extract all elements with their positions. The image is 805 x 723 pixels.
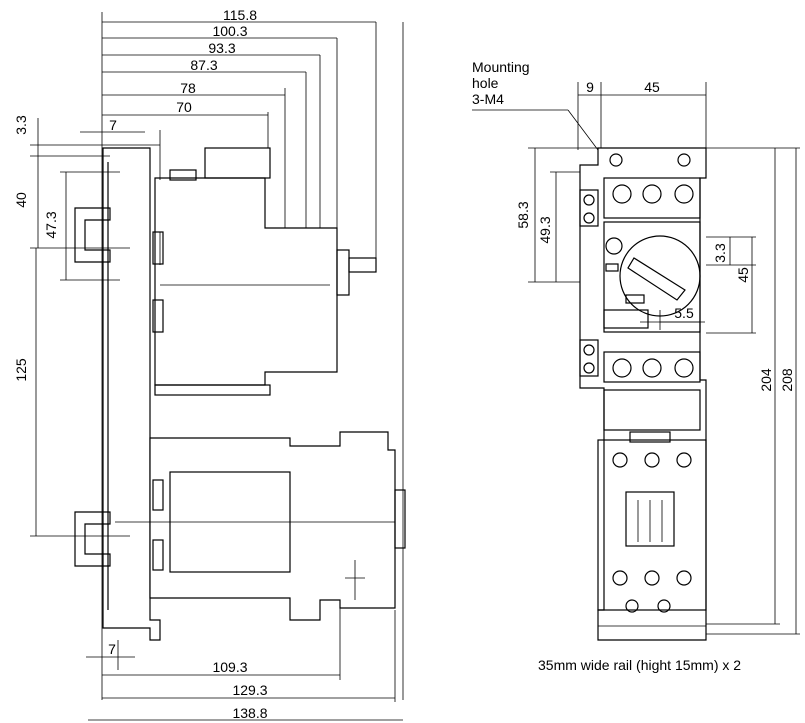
dim-204: 204 <box>758 368 774 392</box>
mounting-label-line-3: 3-M4 <box>472 91 504 107</box>
dim-5-5: 5.5 <box>674 305 694 321</box>
dim-3-3-front: 3.3 <box>712 243 728 263</box>
dim-138-8: 138.8 <box>232 705 267 721</box>
front-right-dimension-lines <box>706 147 800 635</box>
front-top-dimension-lines <box>577 82 707 150</box>
dim-47-3: 47.3 <box>43 211 59 238</box>
front-body <box>579 147 707 641</box>
dim-93-3: 93.3 <box>208 40 235 56</box>
rail-note: 35mm wide rail (hight 15mm) x 2 <box>538 657 741 673</box>
dim-45-top: 45 <box>644 79 660 95</box>
dim-3-3-left: 3.3 <box>13 115 29 135</box>
dim-125: 125 <box>13 358 29 382</box>
top-dimension-lines <box>80 21 376 133</box>
side-body <box>74 130 406 641</box>
dim-78: 78 <box>180 80 196 96</box>
dim-49-3: 49.3 <box>537 216 553 243</box>
dim-129-3: 129.3 <box>232 682 267 698</box>
dim-7-top: 7 <box>109 117 117 133</box>
mounting-label-line-1: Mounting <box>472 59 530 75</box>
dim-208: 208 <box>779 368 795 392</box>
mounting-label-line-2: hole <box>472 75 499 91</box>
dim-109-3: 109.3 <box>212 659 247 675</box>
dim-100-3: 100.3 <box>212 23 247 39</box>
dim-45-vertical: 45 <box>735 267 751 283</box>
left-dimension-lines <box>30 118 160 537</box>
dim-70: 70 <box>176 99 192 115</box>
front-inner-dimension-lines <box>659 236 756 334</box>
dim-7-bottom: 7 <box>108 641 116 657</box>
dim-40: 40 <box>13 192 29 208</box>
side-view: 115.8 100.3 93.3 87.3 78 70 7 3.3 40 47.… <box>13 7 406 721</box>
front-view: Mounting hole 3-M4 9 45 58.3 49.3 <box>472 59 800 641</box>
bottom-dimension-lines <box>86 600 403 721</box>
dim-87-3: 87.3 <box>190 57 217 73</box>
dim-9: 9 <box>586 79 594 95</box>
dim-58-3: 58.3 <box>515 201 531 228</box>
dim-115-8: 115.8 <box>223 7 257 23</box>
